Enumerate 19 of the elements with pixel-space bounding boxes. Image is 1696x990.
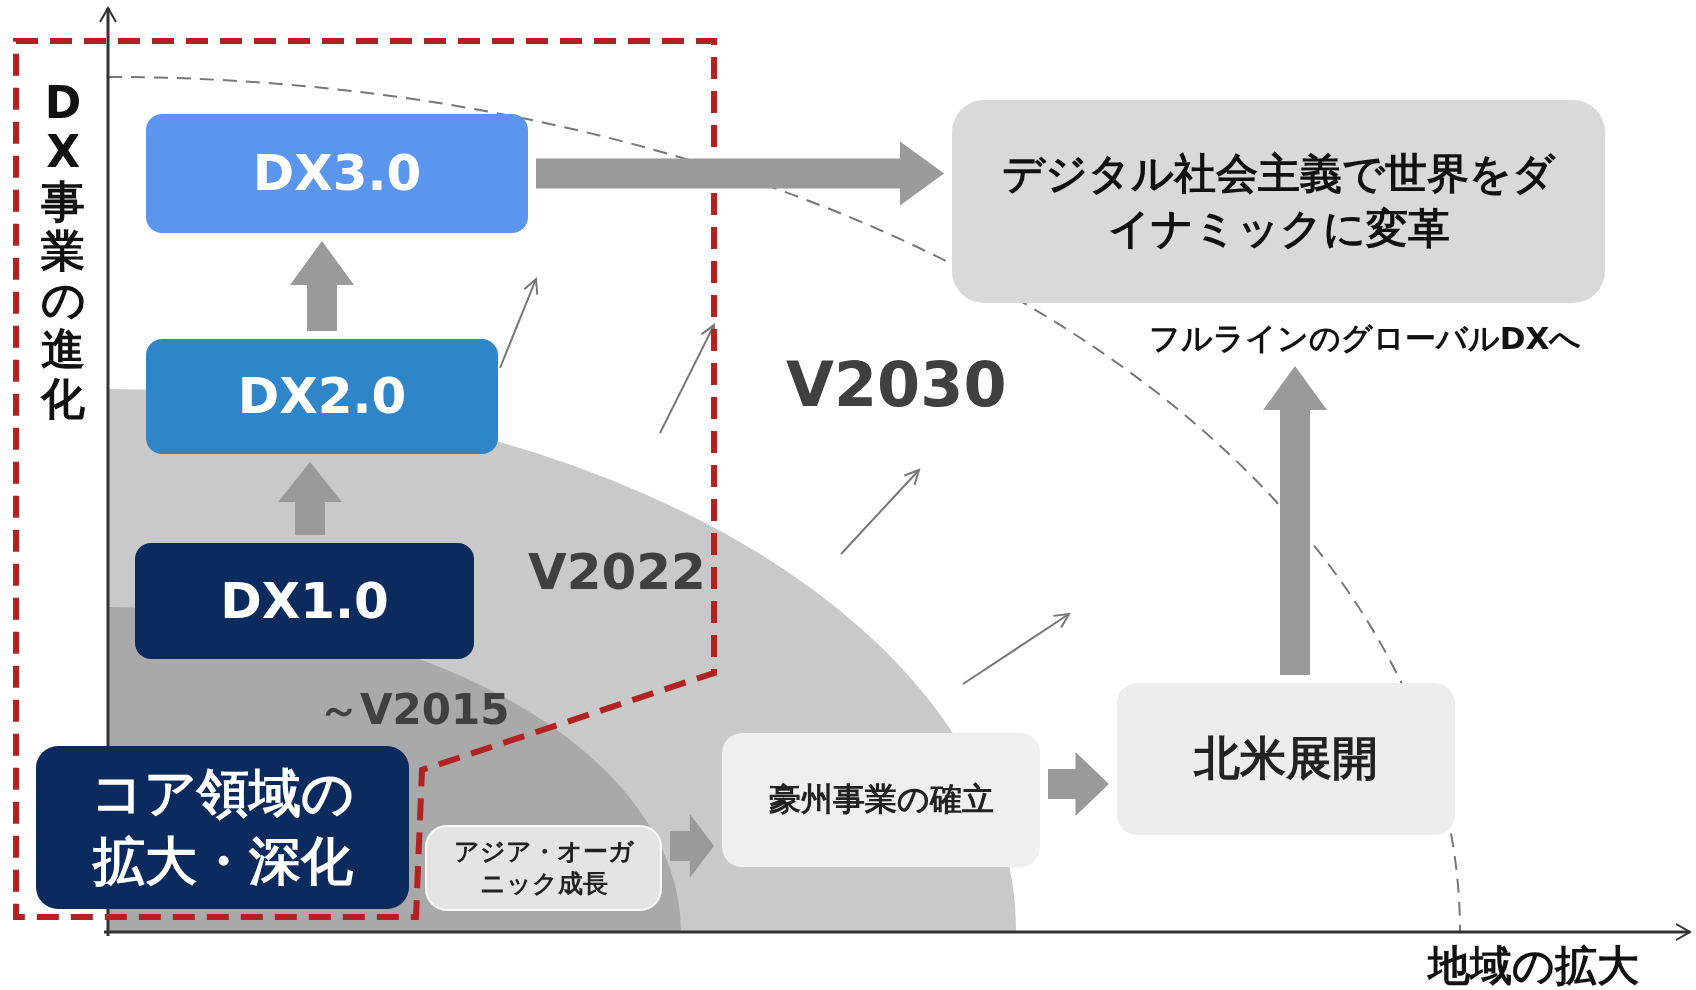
- block-arrow: [278, 462, 342, 535]
- step-box: 北米展開: [1117, 683, 1455, 835]
- goal-box: デジタル社会主義で世界をダイナミックに変革: [952, 100, 1605, 303]
- stage-box: DX3.0: [146, 114, 528, 233]
- version-label: ～V2015: [318, 684, 510, 736]
- focus-box: コア領域の拡大・深化: [36, 746, 409, 909]
- block-arrow: [670, 814, 714, 878]
- block-arrow: [1048, 752, 1109, 816]
- version-label: V2030: [786, 348, 1007, 421]
- block-arrow: [1263, 366, 1327, 675]
- stage-box: DX2.0: [146, 339, 498, 454]
- version-label: V2022: [528, 543, 706, 601]
- stage-box: DX1.0: [135, 543, 474, 659]
- caption-text: フルラインのグローバルDXへ: [1135, 318, 1595, 358]
- step-box: アジア・オーガニック成長: [425, 825, 662, 911]
- step-box: 豪州事業の確立: [722, 733, 1040, 867]
- block-arrow: [290, 241, 354, 331]
- axis-title: 地域の拡大: [1428, 940, 1639, 990]
- block-arrow: [536, 141, 944, 206]
